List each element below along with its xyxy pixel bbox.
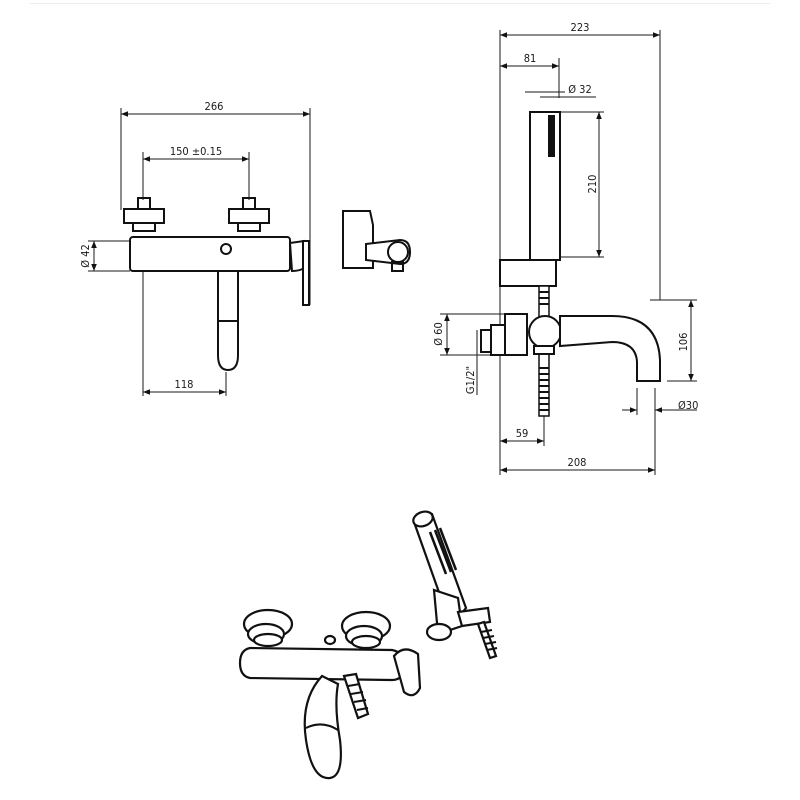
left-knob-cap bbox=[137, 197, 151, 210]
iso-holder-connector bbox=[476, 620, 498, 660]
dim-spout-projection-label: 208 bbox=[568, 456, 587, 469]
dim-hose-offset-label: 59 bbox=[516, 427, 529, 440]
dim-spout-diameter-label: Ø30 bbox=[678, 399, 698, 412]
dim-spout-height-label: 106 bbox=[677, 333, 690, 352]
side-view: 223 81 Ø 32 210 Ø 60 G1/2" 106 Ø30 59 20… bbox=[432, 21, 698, 475]
right-knob bbox=[228, 208, 270, 224]
dim-inlet-spacing-label: 150 ±0.15 bbox=[170, 145, 222, 158]
holder-detail bbox=[342, 210, 412, 272]
hose-connector bbox=[533, 345, 555, 355]
lever-plate bbox=[302, 240, 310, 306]
handshower-holder bbox=[499, 259, 557, 287]
holder-connector bbox=[391, 261, 404, 272]
iso-left-knob-stem bbox=[252, 632, 284, 648]
dim-handshower-diameter-label: Ø 32 bbox=[568, 83, 592, 96]
inlet-nut bbox=[480, 329, 492, 353]
dim-flange-diameter-label: Ø 60 bbox=[432, 322, 445, 346]
dim-overall-width-side-label: 223 bbox=[571, 21, 590, 34]
iso-spout bbox=[303, 674, 342, 780]
inlet-fitting bbox=[490, 324, 506, 356]
page-top-rule bbox=[30, 3, 770, 4]
isometric-view bbox=[238, 510, 498, 780]
handshower bbox=[529, 111, 561, 261]
spout-side bbox=[559, 315, 661, 382]
mixer-body bbox=[129, 236, 291, 272]
iso-right-knob-stem bbox=[350, 634, 382, 650]
left-knob bbox=[123, 208, 165, 224]
right-knob-stem bbox=[237, 222, 261, 232]
left-knob-stem bbox=[132, 222, 156, 232]
iso-lever bbox=[392, 648, 422, 697]
dim-handshower-length-label: 210 bbox=[586, 175, 599, 194]
dim-spout-offset-label: 118 bbox=[175, 378, 194, 391]
handshower-grip bbox=[548, 115, 555, 157]
iso-holder-cup bbox=[425, 622, 453, 642]
mixer-lever bbox=[288, 239, 305, 273]
dim-handshower-offset-label: 81 bbox=[524, 52, 537, 65]
mixer-body-side bbox=[528, 315, 562, 349]
front-view: 266 150 ±0.15 Ø 42 118 bbox=[79, 100, 311, 396]
wall-flange bbox=[504, 313, 528, 356]
dim-inlet-thread-label: G1/2" bbox=[464, 366, 477, 394]
dim-body-diameter-label: Ø 42 bbox=[79, 244, 92, 268]
diverter-button bbox=[220, 243, 232, 255]
iso-diverter-button bbox=[323, 634, 337, 646]
dim-overall-width-label: 266 bbox=[205, 100, 224, 113]
